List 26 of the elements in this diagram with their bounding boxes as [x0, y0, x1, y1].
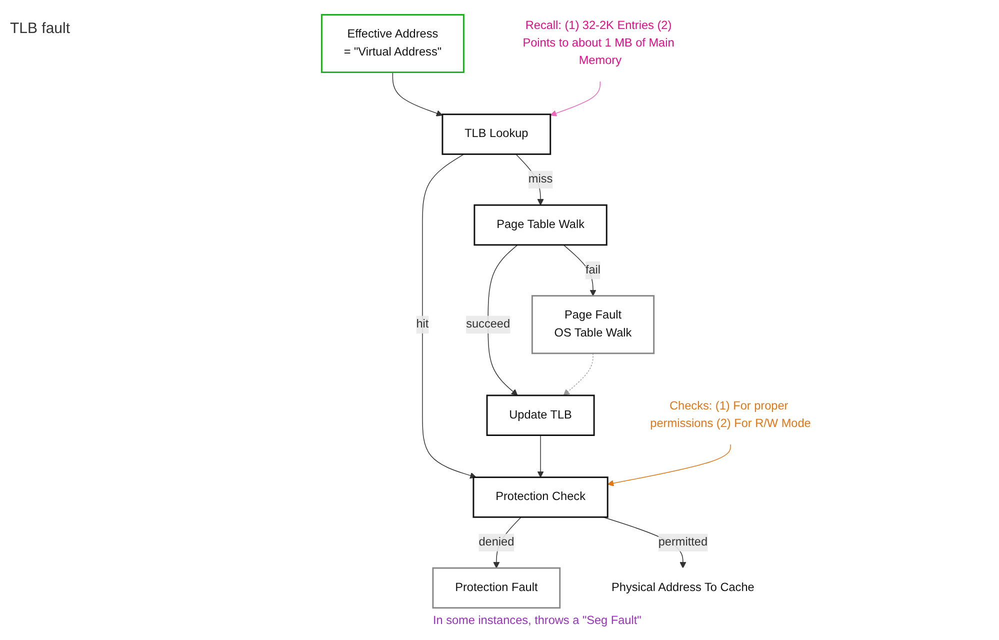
node-text: Recall: (1) 32-2K Entries (2) Points to about 1 MB of Main Memory: [522, 19, 674, 68]
node-box: Page Table Walk: [474, 204, 608, 246]
note-text: In some instances, throws a "Seg Fault": [432, 613, 642, 628]
edge-label: miss: [528, 172, 553, 186]
node-text: Checks: (1) For proper permissions (2) For R/W Mode: [650, 400, 811, 430]
arrow: [392, 72, 443, 116]
arrow: [563, 244, 596, 296]
node-text: Physical Address To Cache: [611, 581, 754, 594]
node-box: Protection Fault: [432, 567, 561, 609]
note-label: TLB fault: [10, 20, 72, 37]
node-box: Page Fault OS Table Walk: [531, 295, 654, 354]
edge-label: succeed: [466, 318, 510, 330]
arrow: [488, 244, 518, 396]
edge-label: hit: [416, 318, 429, 330]
arrow: [422, 154, 476, 479]
edge-label: permitted: [658, 536, 708, 548]
arrow: [563, 353, 594, 396]
arrow: [550, 80, 600, 116]
arrow: [607, 444, 731, 486]
node-box: Protection Check: [472, 476, 608, 518]
edge-label: denied: [478, 536, 514, 548]
arrow: [537, 434, 544, 478]
node-box: Effective Address = "Virtual Address": [320, 14, 464, 74]
node-box: TLB Lookup: [442, 114, 552, 155]
node-box: Update TLB: [486, 394, 595, 436]
edge-label: fail: [585, 264, 600, 276]
